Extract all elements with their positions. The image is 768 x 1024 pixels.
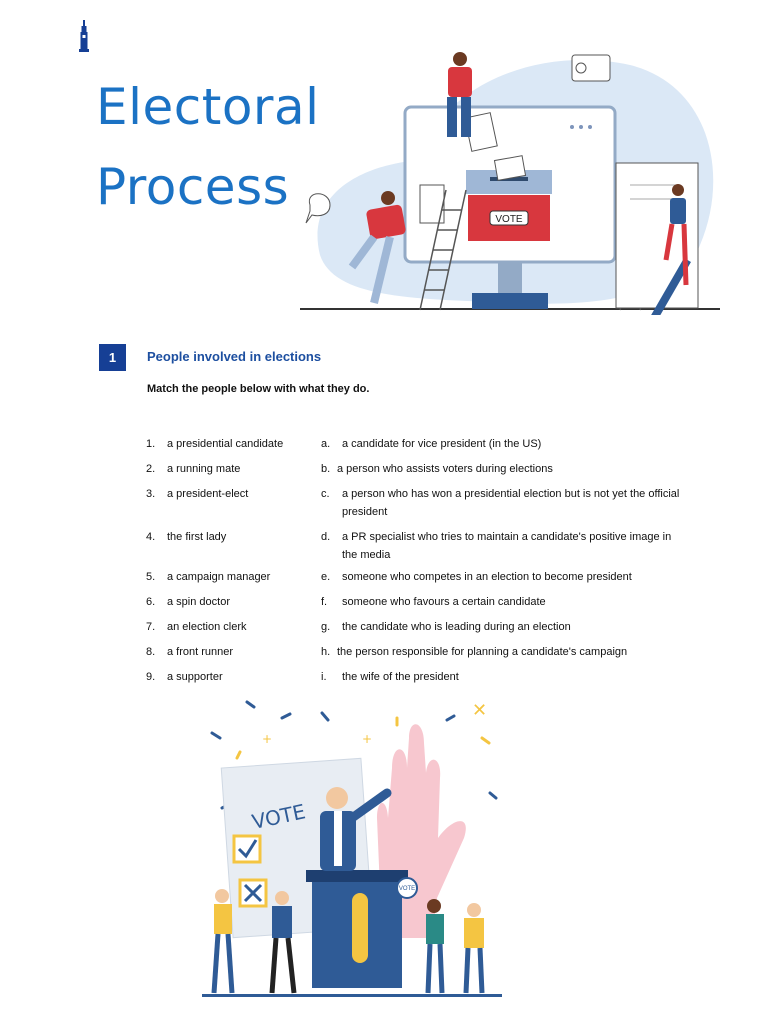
voting-hero-illustration: VOTE: [300, 52, 720, 315]
definition-letter: h.: [321, 646, 331, 658]
vote-badge-label: VOTE: [399, 886, 415, 892]
definition-letter: i.: [321, 671, 327, 683]
definition-item: a person who assists voters during elect…: [337, 463, 553, 475]
definition-item: the person responsible for planning a ca…: [337, 646, 628, 658]
person-number: 1.: [146, 438, 156, 450]
tower-logo-icon: [79, 20, 89, 52]
definition-item: a candidate for vice president (in the U…: [342, 438, 542, 450]
svg-text:+: +: [362, 732, 372, 746]
definition-item: someone who competes in an election to b…: [342, 571, 632, 583]
definition-item: someone who favours a certain candidate: [342, 596, 546, 608]
definition-letter: e.: [321, 571, 331, 583]
definition-item: the candidate who is leading during an e…: [342, 621, 571, 633]
definition-item: a PR specialist who tries to maintain a …: [342, 531, 672, 561]
person-number: 4.: [146, 531, 156, 543]
section-number-badge: 1: [99, 344, 126, 371]
page-title-line2: Process: [96, 158, 290, 216]
definition-letter: a.: [321, 438, 331, 450]
person-item: a front runner: [167, 646, 234, 658]
person-item: a campaign manager: [167, 571, 271, 583]
person-number: 2.: [146, 463, 156, 475]
section-title: People involved in elections: [147, 349, 322, 364]
svg-text:+: +: [262, 732, 272, 746]
person-number: 8.: [146, 646, 156, 658]
definition-letter: d.: [321, 531, 331, 543]
person-number: 3.: [146, 488, 156, 500]
exercise-instruction: Match the people below with what they do…: [147, 383, 370, 395]
person-item: a supporter: [167, 671, 223, 683]
definition-letter: g.: [321, 621, 331, 633]
definition-item: a person who has won a presidential elec…: [342, 488, 680, 518]
person-number: 7.: [146, 621, 156, 633]
person-item: the first lady: [167, 531, 227, 543]
person-item: a running mate: [167, 463, 241, 475]
person-item: an election clerk: [167, 621, 247, 633]
person-number: 6.: [146, 596, 156, 608]
definition-item: the wife of the president: [342, 671, 459, 683]
ballot-box-label: VOTE: [495, 214, 523, 225]
person-item: a president-elect: [167, 488, 249, 500]
definition-letter: b.: [321, 463, 331, 475]
definition-letter: f.: [321, 596, 328, 608]
person-item: a presidential candidate: [167, 438, 284, 450]
election-rally-illustration: ✕ + + VOTE VOTE: [202, 700, 502, 997]
page-title-line1: Electoral: [96, 78, 320, 136]
definition-letter: c.: [321, 488, 330, 500]
svg-text:✕: ✕: [472, 700, 487, 721]
person-number: 5.: [146, 571, 156, 583]
person-number: 9.: [146, 671, 156, 683]
person-item: a spin doctor: [167, 596, 230, 608]
